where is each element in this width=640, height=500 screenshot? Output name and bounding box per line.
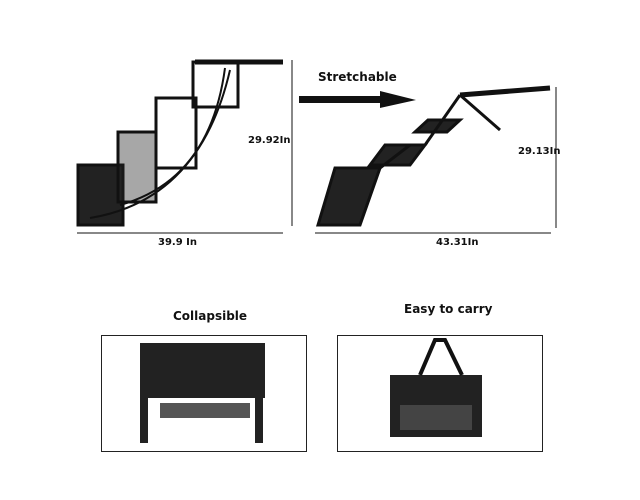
collapsed-stairs <box>140 343 265 443</box>
carry-stairs <box>390 338 482 437</box>
collapsible-label: Collapsible <box>173 309 248 323</box>
folded-stairs <box>76 59 283 227</box>
stretched-width-label: 43.31In <box>436 237 479 248</box>
stretched-height-label: 29.13In <box>518 146 561 157</box>
dimension-lines <box>77 60 557 234</box>
extended-height-label: 29.92In <box>248 135 291 146</box>
carry-label: Easy to carry <box>404 302 493 316</box>
arrow-icon <box>299 91 416 108</box>
stretched-stairs <box>315 85 551 227</box>
extended-width-label: 39.9 In <box>158 237 197 248</box>
stretchable-label: Stretchable <box>318 70 397 84</box>
